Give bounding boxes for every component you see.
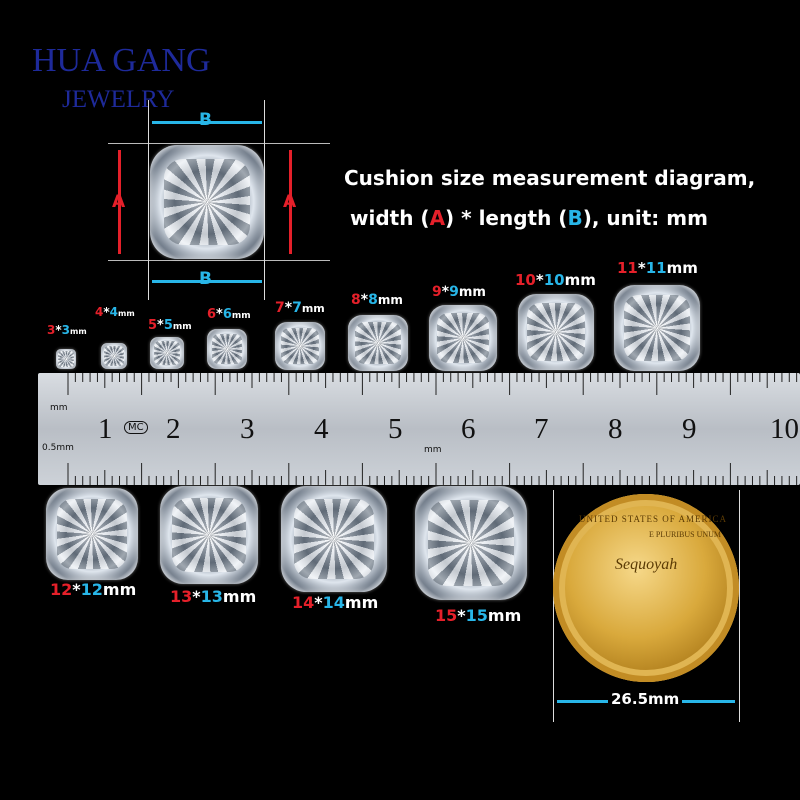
size-label-10mm: 10*10mm [515, 271, 596, 289]
size-label-8mm: 8*8mm [351, 292, 403, 308]
ruler-num-7: 7 [534, 413, 549, 445]
ruler-num-8: 8 [608, 413, 623, 445]
size-label-13mm: 13*13mm [170, 587, 257, 606]
coin-name: Sequoyah [615, 556, 678, 573]
gem-13mm [160, 486, 258, 584]
caption-line1: Cushion size measurement diagram, [344, 166, 756, 190]
a-label-left: A [112, 192, 126, 212]
ruler-unit-mid: mm [424, 445, 442, 455]
size-label-14mm: 14*14mm [292, 593, 379, 612]
ruler-num-3: 3 [240, 413, 255, 445]
caption-line2: width (A) * length (B), unit: mm [350, 206, 708, 230]
a-label-right: A [283, 192, 297, 212]
caption: Cushion size measurement diagram, width … [344, 158, 755, 238]
size-label-15mm: 15*15mm [435, 606, 522, 625]
ruler-logo: MC [124, 421, 148, 434]
gem-14mm [281, 486, 387, 592]
ruler-num-10: 10 [770, 413, 799, 445]
ruler: mm 0.5mm mm MC 1 2 3 4 5 6 7 8 9 10 [38, 373, 800, 485]
size-label-9mm: 9*9mm [432, 284, 486, 300]
diagram-gem [150, 145, 264, 259]
coin-motto: E PLURIBUS UNUM [649, 530, 722, 539]
size-label-12mm: 12*12mm [50, 580, 137, 599]
ruler-num-1: 1 [98, 413, 113, 445]
ruler-ticks [67, 373, 798, 485]
ruler-unit-top: mm [50, 403, 68, 413]
gem-12mm [46, 488, 138, 580]
gem-9mm [429, 305, 497, 371]
ruler-num-2: 2 [166, 413, 181, 445]
gem-15mm [415, 486, 527, 600]
gem-10mm [518, 294, 594, 370]
b-label-top: B [199, 110, 212, 130]
brand-name: HUA GANG [32, 42, 211, 79]
brand-subtitle: JEWELRY [62, 86, 175, 113]
size-label-5mm: 5*5mm [148, 318, 192, 333]
gem-7mm [275, 322, 325, 370]
ruler-num-5: 5 [388, 413, 403, 445]
coin: Sequoyah UNITED STATES OF AMERICA E PLUR… [553, 494, 739, 682]
gem-6mm [207, 329, 247, 369]
b-label-bottom: B [199, 269, 212, 289]
coin-legend: UNITED STATES OF AMERICA [579, 514, 728, 524]
size-label-7mm: 7*7mm [275, 300, 325, 316]
size-label-11mm: 11*11mm [617, 259, 698, 277]
gem-3mm [56, 349, 76, 369]
size-label-6mm: 6*6mm [207, 307, 251, 322]
coin-diameter-label: 26.5mm [608, 690, 683, 708]
ruler-num-4: 4 [314, 413, 329, 445]
ruler-unit-left: 0.5mm [42, 443, 74, 453]
gem-5mm [150, 337, 184, 369]
ruler-num-9: 9 [682, 413, 697, 445]
gem-11mm [614, 285, 700, 371]
size-label-3mm: 3*3mm [47, 323, 87, 337]
gem-4mm [101, 343, 127, 369]
ruler-num-6: 6 [461, 413, 476, 445]
size-label-4mm: 4*4mm [95, 305, 135, 319]
gem-8mm [348, 315, 408, 371]
